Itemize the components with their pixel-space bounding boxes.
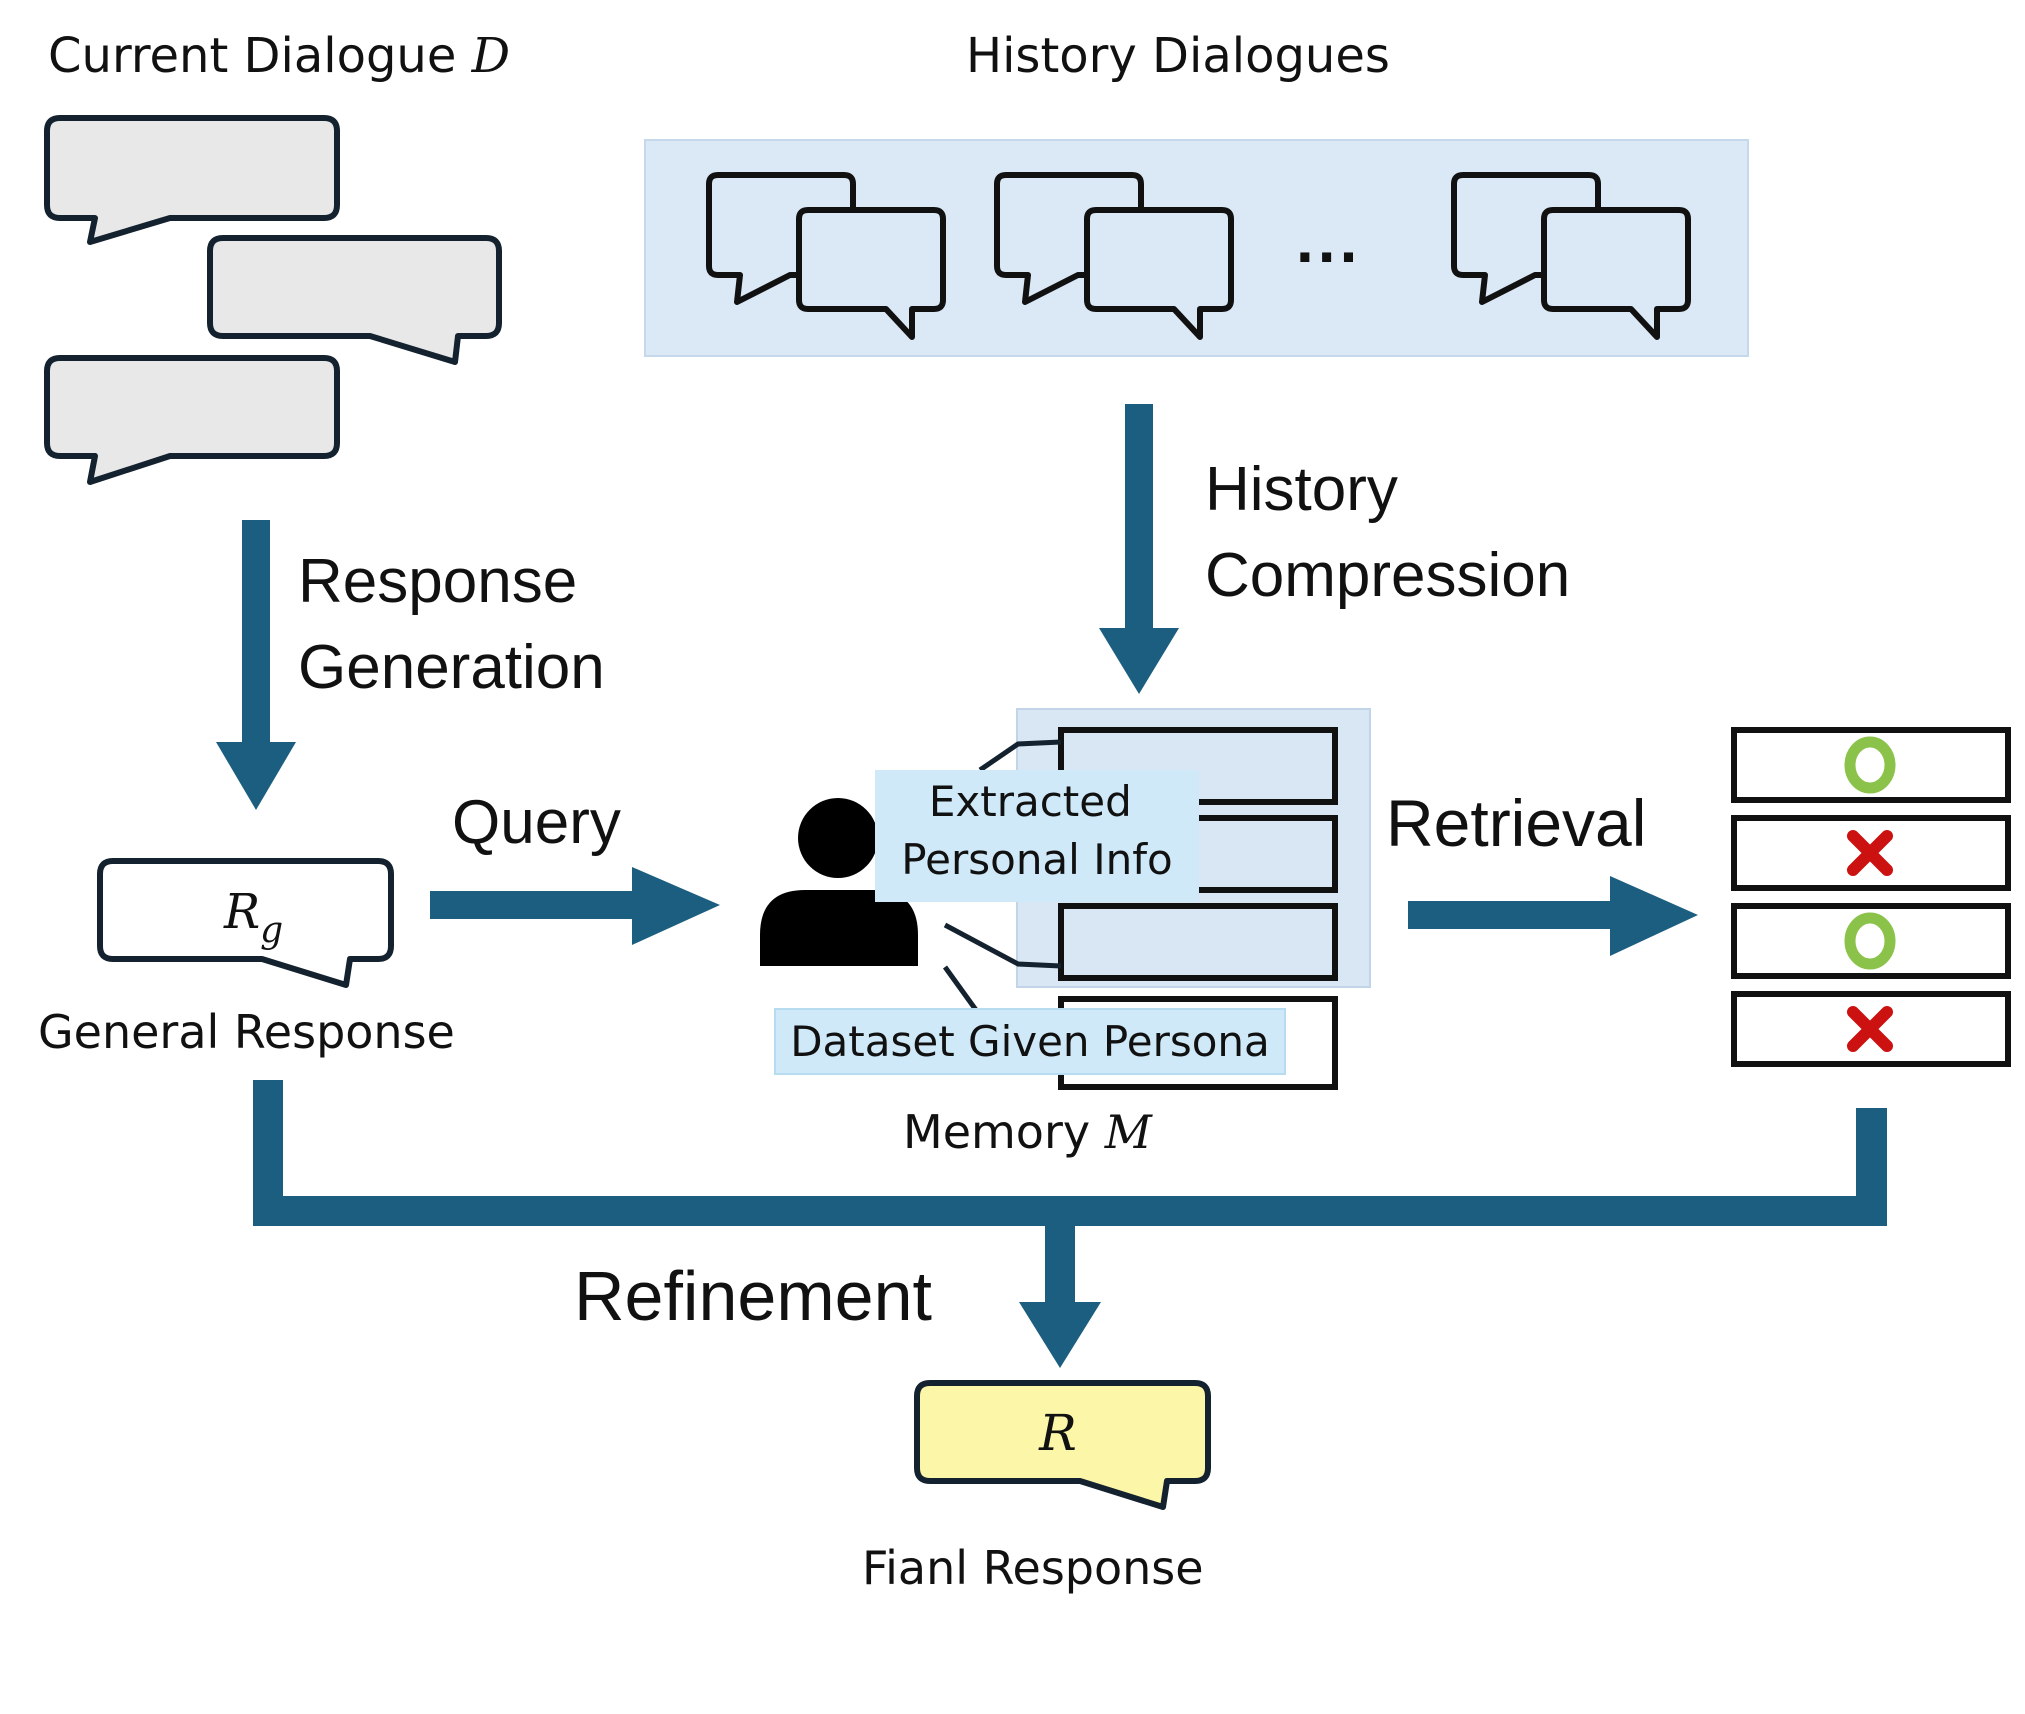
retrieval-results xyxy=(1731,727,2011,1067)
incorrect-cross-icon xyxy=(1847,1006,1893,1052)
response-generation-label: Response Generation xyxy=(298,547,605,702)
history-compression-label: History Compression xyxy=(1205,455,1570,610)
retrieval-label: Retrieval xyxy=(1386,786,1646,860)
response-generation-arrow xyxy=(216,520,296,810)
query-label: Query xyxy=(452,788,621,857)
history-dialogue-3 xyxy=(1451,172,1691,340)
general-response-symbol: Rg xyxy=(223,884,283,951)
history-ellipsis: ... xyxy=(1296,204,1361,276)
query-arrow xyxy=(430,867,720,945)
correct-circle-icon xyxy=(1844,912,1896,970)
final-response-label: Fianl Response xyxy=(862,1541,1204,1595)
retrieval-result-row xyxy=(1731,815,2011,891)
memory-connectors xyxy=(942,739,1062,1012)
dataset-persona-label: Dataset Given Persona xyxy=(790,1017,1270,1066)
final-response-symbol: R xyxy=(1038,1404,1077,1462)
current-bubble-3 xyxy=(44,355,340,485)
general-response-bubble xyxy=(97,858,394,988)
history-dialogue-1 xyxy=(706,172,946,340)
user-icon xyxy=(760,798,918,966)
retrieval-arrow xyxy=(1408,876,1698,956)
correct-circle-icon xyxy=(1844,736,1896,794)
final-response-bubble xyxy=(914,1380,1211,1510)
current-dialogue-bubbles xyxy=(44,115,502,485)
history-dialogues-title: History Dialogues xyxy=(966,28,1390,84)
current-bubble-1 xyxy=(44,115,340,245)
incorrect-cross-icon xyxy=(1847,830,1893,876)
extracted-info-box xyxy=(875,770,1199,902)
retrieval-result-row xyxy=(1731,903,2011,979)
current-dialogue-title: Current Dialogue D xyxy=(48,28,510,84)
refinement-connector xyxy=(253,1080,1887,1368)
retrieval-result-row xyxy=(1731,991,2011,1067)
dataset-persona-box xyxy=(774,1008,1286,1075)
refinement-label: Refinement xyxy=(574,1257,932,1335)
current-bubble-2 xyxy=(207,235,502,365)
history-compression-arrow xyxy=(1099,404,1179,694)
memory-slot-3 xyxy=(1058,903,1338,981)
history-dialogue-2 xyxy=(994,172,1234,340)
general-response-label: General Response xyxy=(38,1005,455,1059)
extracted-info-label: Extracted Personal Info xyxy=(901,777,1172,884)
memory-label: Memory M xyxy=(903,1105,1154,1159)
retrieval-result-row xyxy=(1731,727,2011,803)
